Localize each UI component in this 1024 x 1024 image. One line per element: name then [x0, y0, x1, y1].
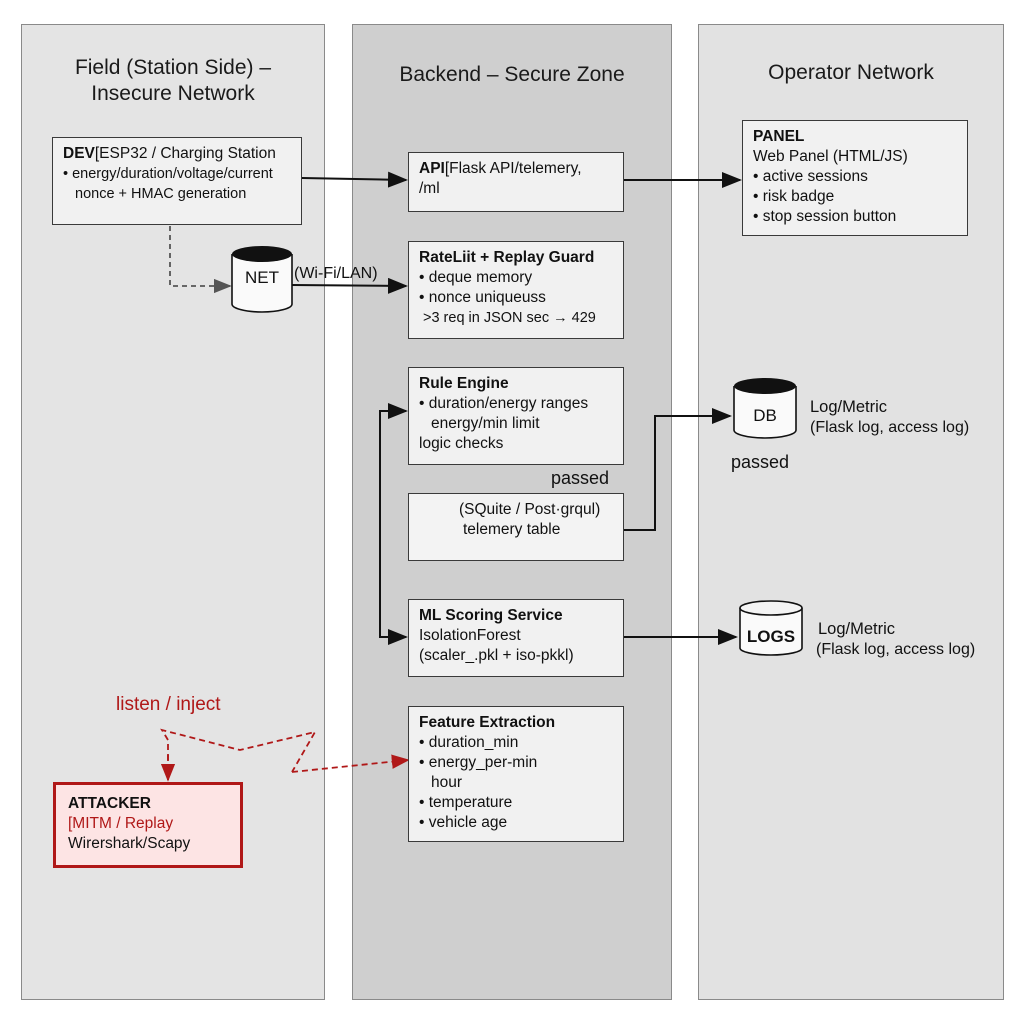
field-zone-title: Field (Station Side) – Insecure Network: [74, 56, 272, 105]
ml-scoring-box: ML Scoring Service IsolationForest (scal…: [408, 599, 624, 677]
db-desc-detail: (Flask log, access log): [810, 419, 970, 436]
attacker-inject-arrow: [291, 754, 410, 773]
logs-cylinder-icon: [739, 600, 803, 656]
attacker-box: ATTACKER [MITM / Replay Wirershark/Scapy: [53, 782, 243, 868]
rule-engine-box: Rule Engine • duration/energy ranges ene…: [408, 367, 624, 465]
net-label: NET: [245, 268, 279, 287]
backend-zone-title: Backend – Secure Zone: [399, 63, 625, 86]
api-box: API[Flask API/telemery, /ml: [408, 152, 624, 212]
db-desc-title: Log/Metric: [810, 398, 888, 416]
operator-zone-title: Operator Network: [768, 61, 934, 84]
attacker-action-label: listen / inject: [116, 694, 221, 715]
net-link-label: (Wi-Fi/LAN): [294, 265, 378, 282]
logs-label: LOGS: [746, 627, 796, 646]
logs-desc-detail: (Flask log, access log): [816, 641, 976, 658]
db-label: DB: [753, 406, 777, 425]
logs-desc-title: Log/Metric: [818, 620, 896, 638]
rule-passed-label: passed: [551, 468, 610, 488]
storage-to-db-arrow: [624, 408, 732, 531]
dev-to-net-arrow: [169, 226, 232, 294]
panel-box: PANEL Web Panel (HTML/JS) • active sessi…: [742, 120, 968, 236]
net-cylinder-icon: [231, 246, 293, 313]
ratelimit-box: RateLiit + Replay Guard • deque memory •…: [408, 241, 624, 339]
dev-to-api-arrow: [301, 171, 408, 188]
storage-box: (SQuite / Post·grqul) telemery table: [408, 493, 624, 561]
db-cylinder-icon: [733, 378, 797, 439]
dev-box: DEV[ESP32 / Charging Station • energy/du…: [52, 137, 302, 225]
feature-extraction-box: Feature Extraction • duration_min • ener…: [408, 706, 624, 842]
rule-ml-loop-arrow: [379, 403, 408, 638]
net-to-ratelimit-arrow: [291, 277, 408, 294]
attacker-listen-arrow: [160, 728, 317, 780]
db-passed-label: passed: [731, 452, 790, 472]
